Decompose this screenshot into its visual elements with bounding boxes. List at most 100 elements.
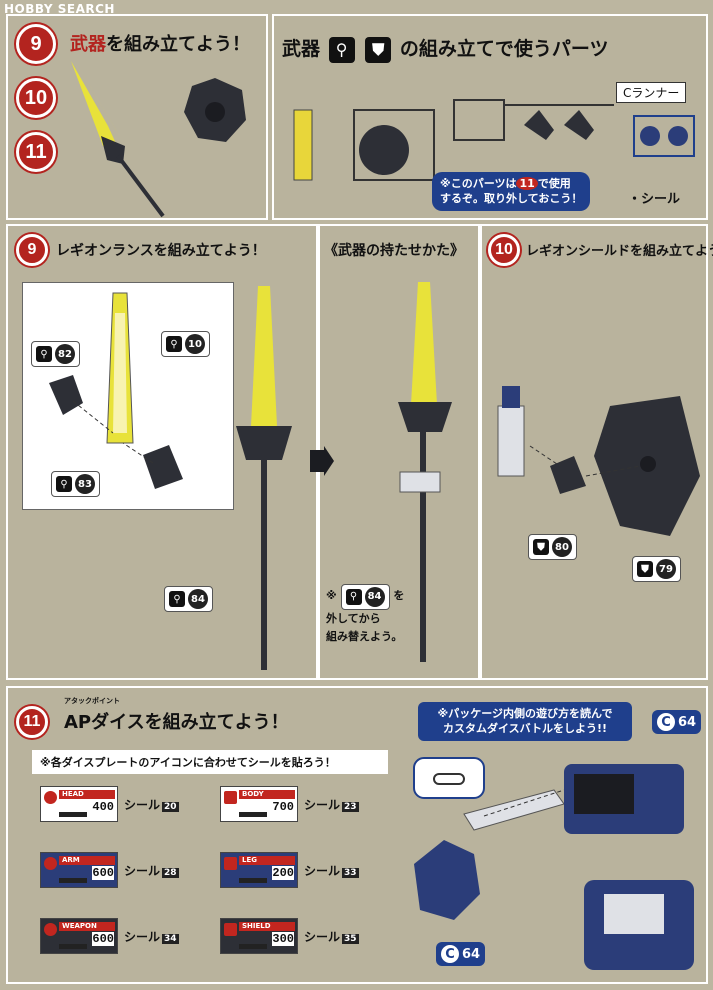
sticker-shield-bar [239,944,267,949]
sticker-arm-bar [59,878,87,883]
sticker-arm-label-text: シール [124,863,161,878]
body-icon [224,791,237,804]
lance-marker-icon: ⚲ [56,476,72,492]
callout-part-80: ⛊ 80 [528,534,577,560]
weapon-icon [44,923,57,936]
sticker-weapon-label-text: シール [124,929,161,944]
hold-note-pre: ※ [326,589,337,602]
detach-note-pre: ※このパーツは [440,177,517,190]
sticker-leg-bar [239,878,267,883]
c64-bottom-num: 64 [462,946,481,962]
sticker-body-no: 23 [342,801,359,812]
weapon-icon: ⚲ [328,36,355,63]
c64-top-letter: C [657,713,675,731]
callout-part-79: ⛊ 79 [632,556,681,582]
hold-lance-illustration [398,282,452,662]
sticker-body: BODY 700 [220,786,298,822]
parts-title-mid: の組み立てで使うパーツ [399,38,609,60]
head-icon [44,791,57,804]
weapon-title: 武器を組み立てよう！ [70,30,250,56]
hold-weapon-panel: 《武器の持たせかた》 ※ ⚲84 を 外してから 組み替えよう。 [310,224,480,680]
callout-part-79-num: 79 [656,559,676,579]
sticker-head-cap: HEAD [59,790,115,799]
step10-title: レギオンシールドを組み立てよう！ [526,244,713,259]
c64-top-num: 64 [678,714,697,730]
c64-bottom-letter: C [441,945,459,963]
hold-note-line1: ※ ⚲84 を [326,584,404,610]
lance-assembly-detail [49,292,183,489]
sticker-body-label-text: シール [304,797,341,812]
sticker-leg: LEG 200 [220,852,298,888]
seal-label: ・シール [628,192,681,207]
sticker-arm: ARM 600 [40,852,118,888]
sticker-leg-label-text: シール [304,863,341,878]
sticker-head-value: 400 [92,800,114,814]
sticker-head: HEAD 400 [40,786,118,822]
sticker-weapon-bar [59,944,87,949]
sticker-head-no: 20 [162,801,179,812]
hold-note-line2: 外してから [326,612,381,625]
sticker-shield: SHIELD 300 [220,918,298,954]
step-9-badge: 9 [16,24,56,64]
sticker-leg-no: 33 [342,867,359,878]
step11-panel: 11 アタックポイント APダイスを組み立てよう！ ※各ダイスプレートのアイコン… [6,686,708,984]
callout-part-83: ⚲ 83 [51,471,100,497]
shield-marker-icon: ⛊ [637,561,653,577]
callout-part-82-num: 82 [55,344,75,364]
sticker-head-label-text: シール [124,797,161,812]
step9-badge: 9 [16,234,48,266]
runner-sprue-illustration [293,99,695,181]
hold-note-num: 84 [364,587,385,607]
detach-note-post: で使用 [537,177,571,190]
package-note: ※パッケージ内側の遊び方を読んで カスタムダイスバトルをしよう!! [418,702,632,741]
sticker-weapon-value: 600 [92,932,114,946]
hold-note: ※ ⚲84 を 外してから 組み替えよう。 [326,584,404,645]
weapon-overview-panel: 9 10 11 武器を組み立てよう！ [6,14,268,220]
shield-illustration [184,78,246,142]
step11-ruby: アタックポイント [64,697,120,705]
arm-icon [44,857,57,870]
sticker-shield-label-text: シール [304,929,341,944]
step9-panel: 9 レギオンランスを組み立てよう！ ⚲ 10 ⚲ 82 ⚲ 83 [6,224,318,680]
step-10-badge: 10 [16,78,56,118]
shield-assembly-illustration [497,386,700,536]
hold-note-callout: ⚲84 [340,584,390,610]
lance-marker-icon: ⚲ [345,589,362,605]
sticker-weapon: WEAPON 600 [40,918,118,954]
weapon-title-prefix: 武器 [70,34,106,55]
step10-panel: 10 レギオンシールドを組み立てよう！ ⛊ 80 ⛊ 79 [480,224,713,680]
callout-part-80-num: 80 [552,537,572,557]
detach-note-line2: するぞ。取り外しておこう！ [440,192,583,206]
package-note-line1: ※パッケージ内側の遊び方を読んで [437,707,613,720]
sticker-body-cap: BODY [239,790,295,799]
seal-instruction: ※各ダイスプレートのアイコンに合わせてシールを貼ろう！ [32,750,388,774]
sticker-shield-value: 300 [272,932,294,946]
callout-part-84-num: 84 [188,589,208,609]
step11-badge: 11 [16,706,48,738]
hold-title: 《武器の持たせかた》 [324,243,464,259]
sticker-arm-value: 600 [92,866,114,880]
shield-icon: ⛊ [365,36,392,63]
hold-note-line3: 組み替えよう。 [326,629,403,643]
sticker-weapon-no: 34 [162,933,179,944]
sticker-head-bar [59,812,87,817]
hold-arrow-icon [310,446,334,476]
sticker-shield-cap: SHIELD [239,922,295,931]
callout-part-82: ⚲ 82 [31,341,80,367]
sticker-weapon-cap: WEAPON [59,922,115,931]
step10-badge: 10 [488,234,520,266]
shield-icon [224,923,237,936]
